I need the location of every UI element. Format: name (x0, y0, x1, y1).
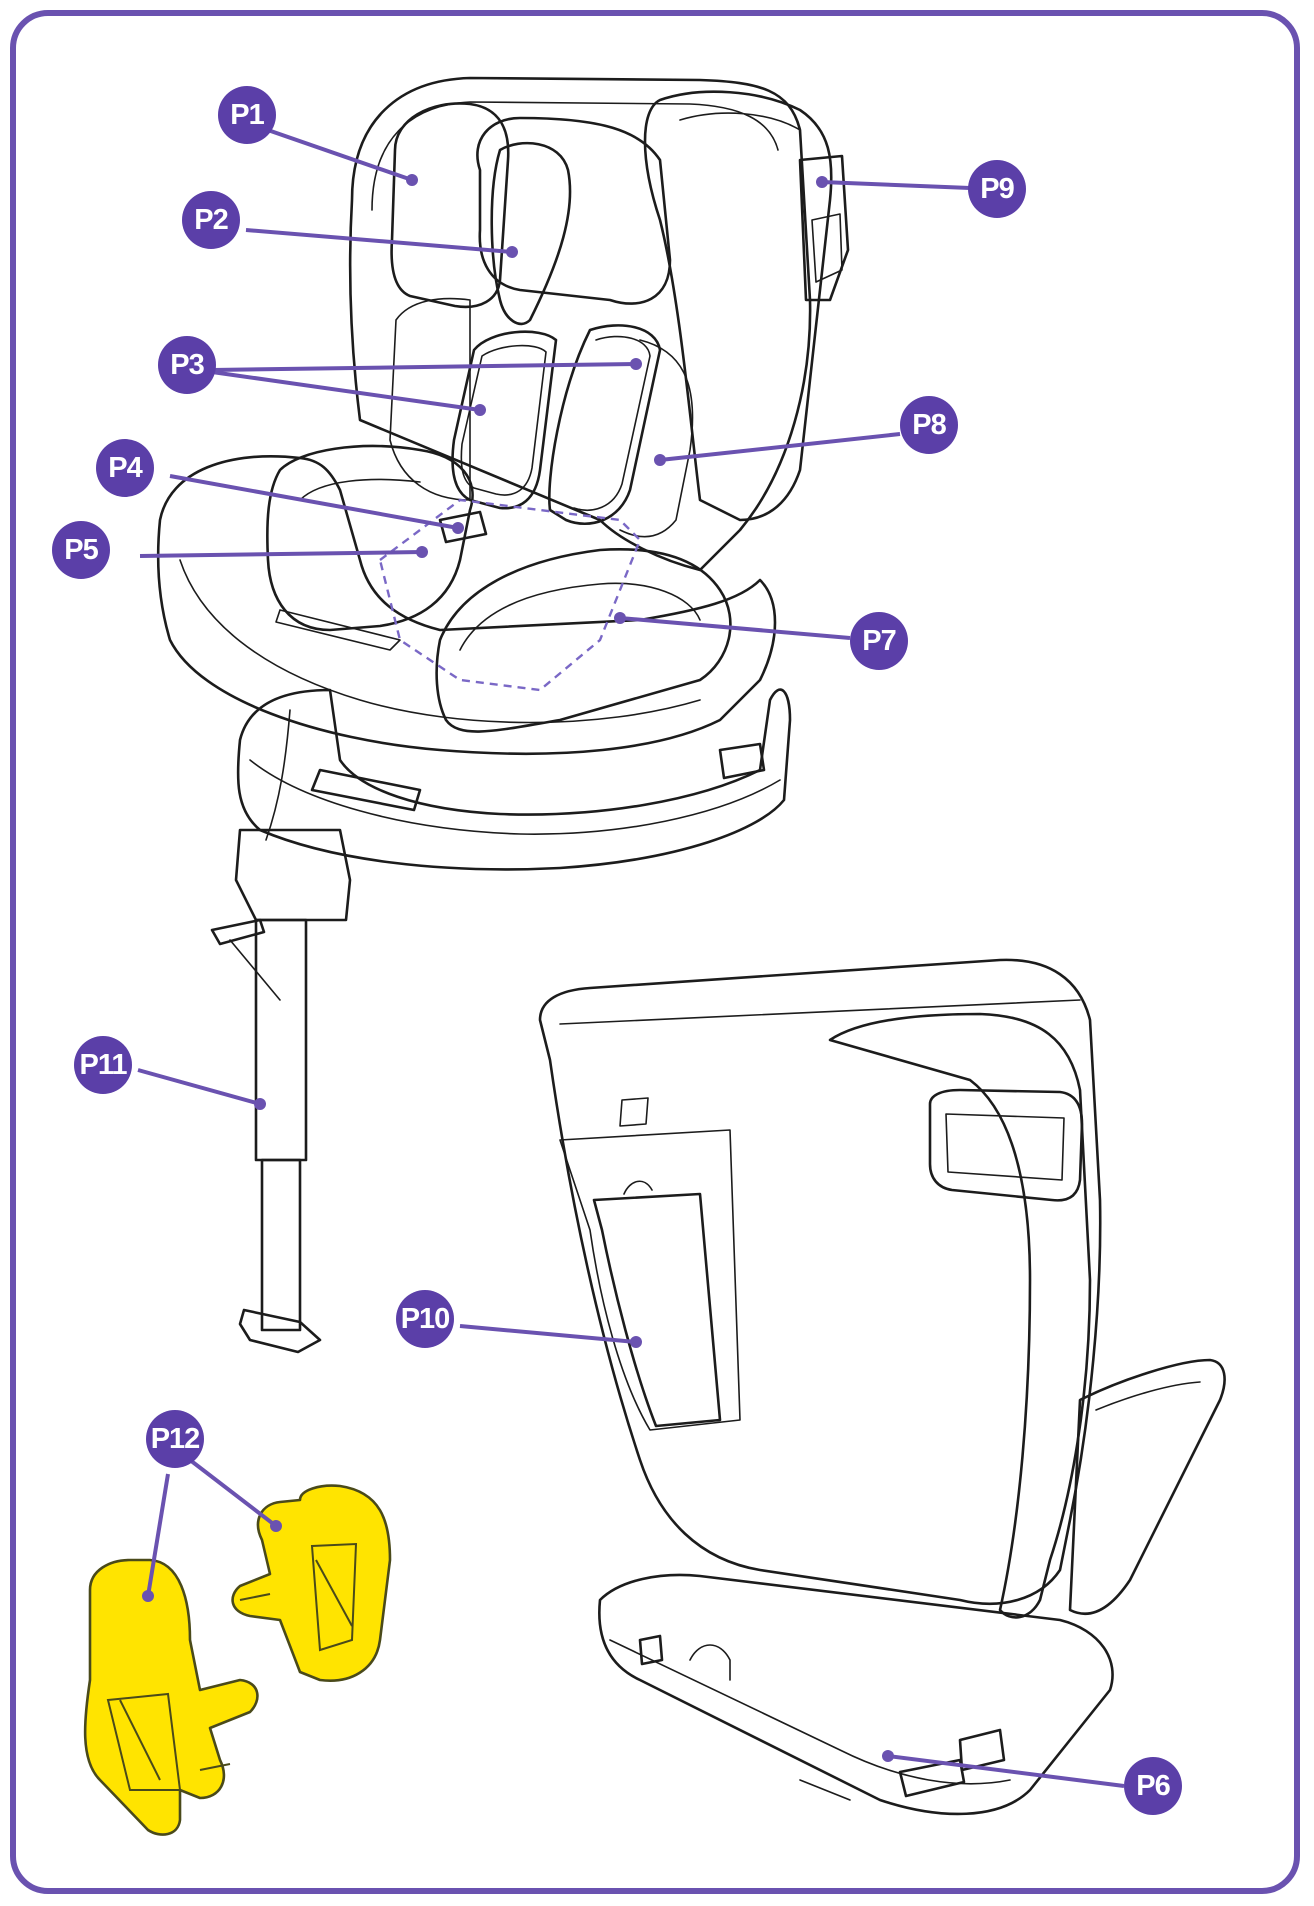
yellow-connector-parts (83, 1484, 392, 1836)
back-seat-drawing (538, 958, 1226, 1816)
label-p11: P11 (74, 1036, 132, 1094)
label-p9: P9 (968, 160, 1026, 218)
label-p1: P1 (218, 86, 276, 144)
diagram-frame (10, 10, 1300, 1894)
label-p4: P4 (96, 439, 154, 497)
label-p5: P5 (52, 521, 110, 579)
label-p10: P10 (396, 1290, 454, 1348)
label-p3: P3 (158, 336, 216, 394)
front-seat-drawing (156, 76, 850, 1354)
label-p7: P7 (850, 612, 908, 670)
label-p12: P12 (146, 1410, 204, 1468)
label-p6: P6 (1124, 1757, 1182, 1815)
label-p2: P2 (182, 191, 240, 249)
leader-lines (137, 126, 1125, 1788)
label-p8: P8 (900, 396, 958, 454)
